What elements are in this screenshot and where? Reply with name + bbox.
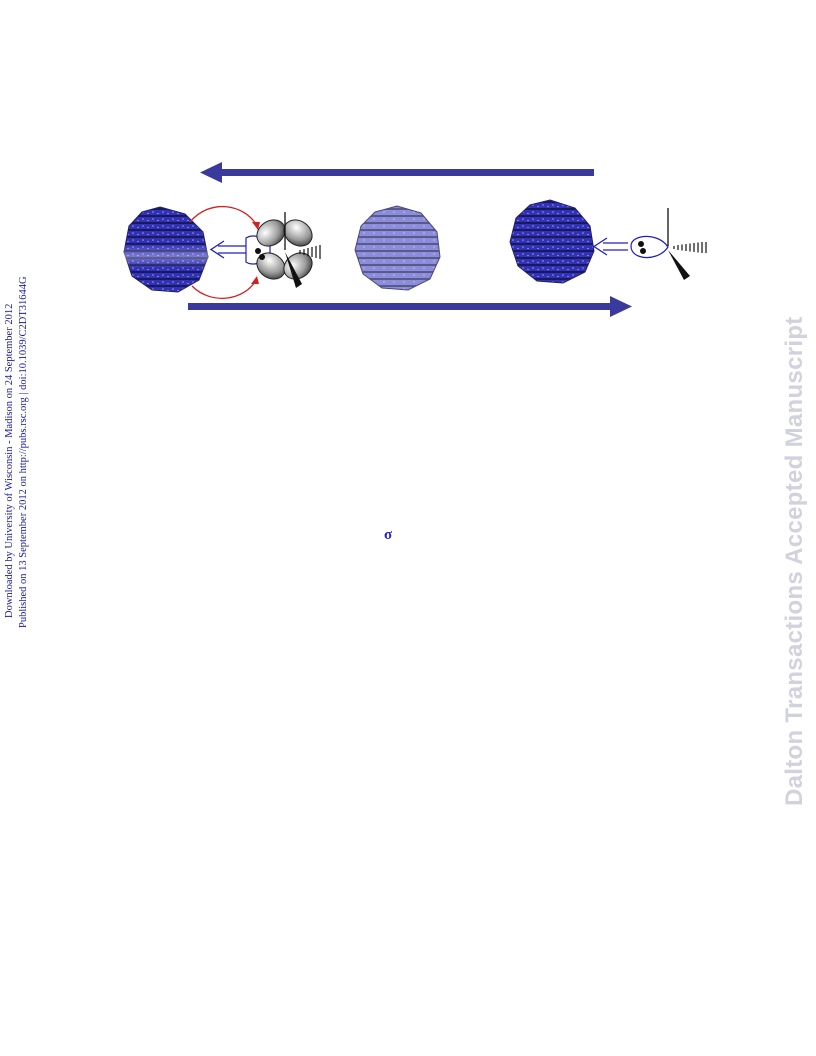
metal-cluster-left — [123, 206, 209, 293]
metal-cluster-middle — [354, 205, 441, 291]
metal-cluster-right — [509, 199, 595, 284]
sigma-donation-arrow-right — [592, 237, 628, 256]
sigma-donation-arrow-left — [209, 240, 246, 259]
back-donation-arrows — [189, 206, 260, 299]
ligand-with-d-orbital — [245, 212, 321, 288]
bottom-arrow-right — [188, 296, 632, 317]
sigma-symbol: σ — [384, 527, 393, 543]
top-arrow-left — [200, 162, 594, 183]
ligand-lone-pair — [630, 208, 707, 280]
